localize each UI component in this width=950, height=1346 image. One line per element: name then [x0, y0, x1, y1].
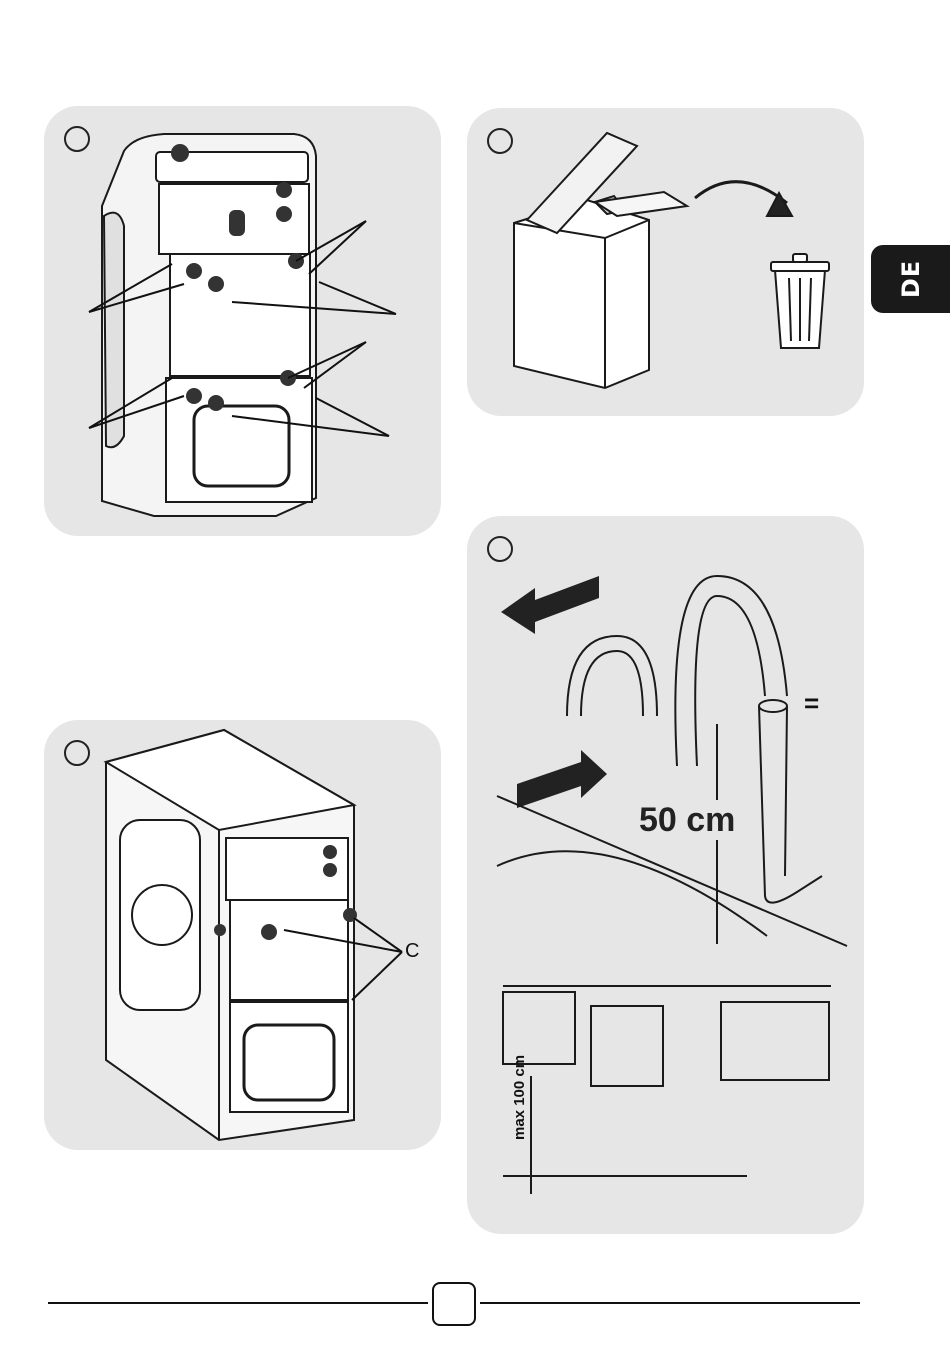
illustration-insert-caps: [44, 720, 441, 1150]
machine-back-drawing: [44, 106, 441, 536]
language-tab-label: DE: [897, 260, 925, 298]
max-height-label: max 100 cm: [511, 1055, 528, 1140]
box-and-bin-drawing: [467, 108, 864, 416]
machine-three-quarter-drawing: [44, 720, 441, 1150]
footer-rule-left: [48, 1302, 428, 1304]
equal-marker: =: [804, 688, 819, 719]
page-number-box: [432, 1282, 476, 1326]
height-label: 50 cm: [637, 800, 737, 840]
illustration-dispose-packaging: [467, 108, 864, 416]
language-tab: DE: [871, 245, 950, 313]
cap-label: C: [405, 940, 419, 963]
footer-rule-right: [480, 1302, 860, 1304]
illustration-remove-transit-bolts: [44, 106, 441, 536]
